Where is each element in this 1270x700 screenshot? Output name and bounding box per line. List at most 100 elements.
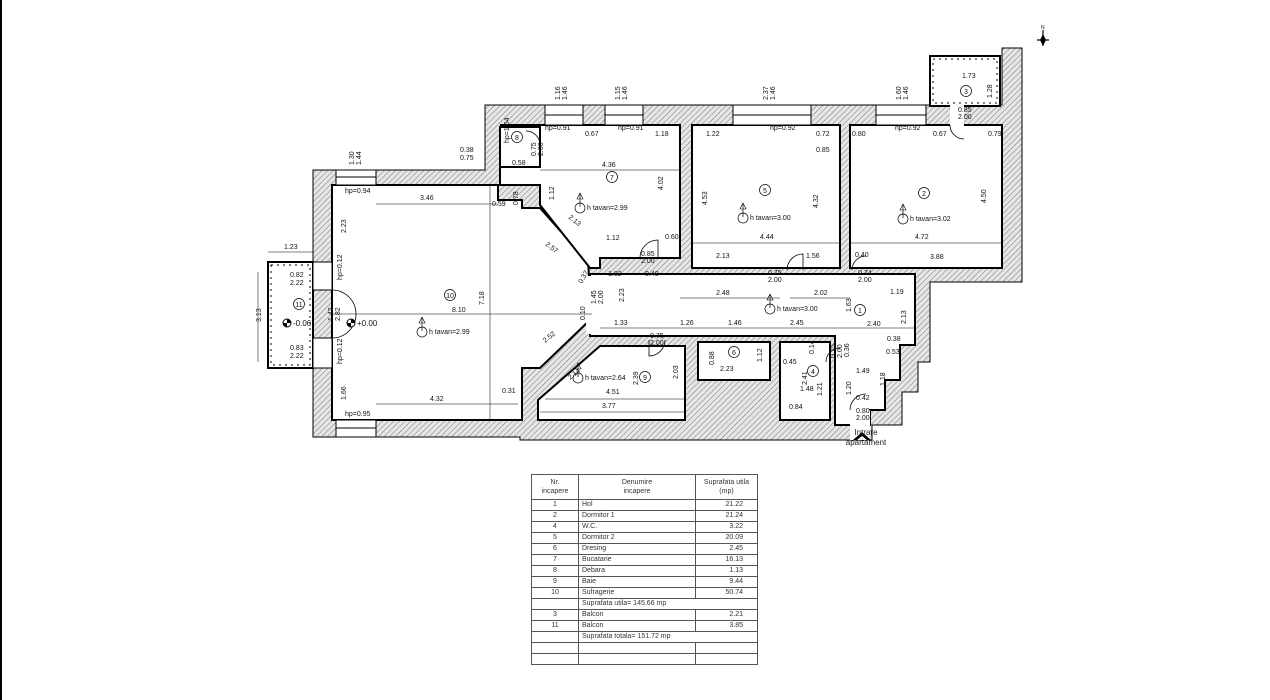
dimension-label: 1.28 <box>987 84 994 98</box>
header-nr: Nr. <box>550 479 560 486</box>
room-area: 21.24 <box>695 510 758 522</box>
room-area: 20.09 <box>695 532 758 544</box>
room-area: 2.21 <box>695 609 758 621</box>
dimension-label: 0.38 <box>460 147 474 154</box>
entrance-gap <box>850 410 870 440</box>
dimension-label: 0.82 <box>290 272 304 279</box>
dimension-label: 2.82 <box>335 307 342 321</box>
dimension-label: 4.72 <box>915 234 929 241</box>
room-number-circle <box>444 289 456 301</box>
room-name: Baie <box>578 576 696 588</box>
door-swing <box>648 339 666 357</box>
dimension-label: 2.03 <box>673 365 680 379</box>
dimension-label: 1.63 <box>846 298 853 312</box>
room-number-circle <box>293 298 305 310</box>
room-nr: 5 <box>531 532 579 544</box>
room-1-hol <box>589 273 916 426</box>
north-compass-icon: N <box>1037 25 1049 46</box>
room-nr: 8 <box>531 565 579 577</box>
room-nr: 6 <box>531 543 579 555</box>
entrance-arrow-icon <box>853 432 871 440</box>
dimension-label: 2.22 <box>290 280 304 287</box>
room-area: 1.13 <box>695 565 758 577</box>
door-gap <box>950 104 964 126</box>
dimension-label: 1.44 <box>356 151 363 165</box>
dimension-label: 1.02 <box>608 271 622 278</box>
window <box>312 261 333 291</box>
dimension-label: 1.66 <box>341 386 348 400</box>
entrance-label: Intrare apartament <box>836 428 896 448</box>
room-5-dormitor-2 <box>691 124 841 269</box>
dimension-label: 1.23 <box>284 244 298 251</box>
room-number-circle <box>960 85 972 97</box>
dimension-label: 1.26 <box>680 320 694 327</box>
level-label: -0.06 <box>293 319 312 328</box>
dimension-label: 0.85 <box>641 251 655 258</box>
dimension-label: 0.75 <box>460 155 474 162</box>
ceiling-height-marker-icon <box>416 316 428 338</box>
ceiling-height-label: h tavan=3.00 <box>777 306 818 313</box>
room-number: 3 <box>964 89 968 96</box>
room-name: Sufragerie <box>578 587 696 599</box>
dimension-label: 2.22 <box>290 353 304 360</box>
total-row: Suprafata totala= 151.72 mp <box>578 631 758 643</box>
room-name: Balcon <box>578 609 696 621</box>
dimension-label: 0.75 <box>650 333 664 340</box>
dimension-label: hp=0.94 <box>345 188 371 195</box>
dimension-label: 1.12 <box>549 186 556 200</box>
dimension-label: 0.60 <box>665 234 679 241</box>
subtotal-row: Suprafata utila= 145.66 mp <box>578 598 758 610</box>
dimension-label: 2.13 <box>901 310 908 324</box>
room-number-circle <box>728 346 740 358</box>
dimension-label: 0.59 <box>492 201 506 208</box>
dimension-label: 1.22 <box>706 131 720 138</box>
dimension-label: hp=0.92 <box>770 125 796 132</box>
room-area: 50.74 <box>695 587 758 599</box>
dimension-label: 7.18 <box>479 291 486 305</box>
room-name: Balcon <box>578 620 696 632</box>
door-swing <box>849 393 867 411</box>
dimension-label: 4.32 <box>813 194 820 208</box>
dimension-label: 0.40 <box>645 271 659 278</box>
level-marker-icon <box>282 318 292 328</box>
room-number: 5 <box>763 188 767 195</box>
dimension-label: 0.80 <box>856 408 870 415</box>
door-swing <box>331 289 357 315</box>
dimension-label: 1.46 <box>903 86 910 100</box>
room-number-circle <box>807 365 819 377</box>
room-number-circle <box>511 131 523 143</box>
room-name: Bucatarie <box>578 554 696 566</box>
door-swing <box>786 253 804 271</box>
dimension-label: 3.88 <box>930 254 944 261</box>
dimension-label: 1.15 <box>615 86 622 100</box>
room-nr: 1 <box>531 499 579 511</box>
dimension-label: 0.14 <box>809 340 816 354</box>
dimension-label: 4.53 <box>702 191 709 205</box>
dimension-label: 1.12 <box>757 348 764 362</box>
dimension-label: 2.00 <box>641 258 655 265</box>
room-name: Hol <box>578 499 696 511</box>
entrance-label-line1: Intrare <box>854 428 878 437</box>
dimension-label: 2.00 <box>650 340 664 347</box>
door-swing <box>851 255 867 271</box>
door-swing <box>639 239 659 259</box>
dimension-label: 2.45 <box>790 320 804 327</box>
dimension-label: 1.48 <box>800 386 814 393</box>
room-name: Dormitor 1 <box>578 510 696 522</box>
compass-label: N <box>1041 25 1045 31</box>
dimension-label: 0.85 <box>958 107 972 114</box>
balcony-3 <box>929 55 1001 107</box>
dimension-label: 0.80 <box>852 131 866 138</box>
room-number: 8 <box>515 135 519 142</box>
room-number: 2 <box>922 191 926 198</box>
room-nr: 4 <box>531 521 579 533</box>
dimension-label: 0.75 <box>768 270 782 277</box>
dimension-label: 0.83 <box>290 345 304 352</box>
room-area: 2.45 <box>695 543 758 555</box>
